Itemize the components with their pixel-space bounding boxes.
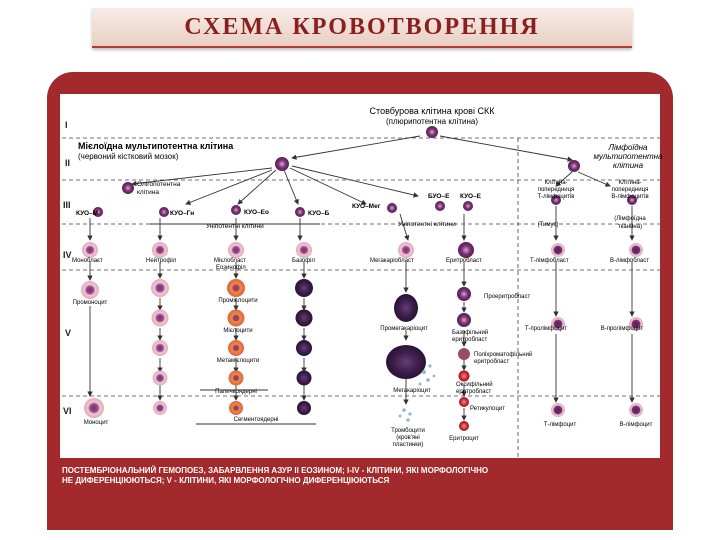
myeloid-label-2: (червоний кістковий мозок) — [78, 152, 179, 161]
polychromatophilic-erythroblast-cell — [458, 348, 470, 360]
cfu-cells — [93, 195, 637, 217]
promyelocytes-label: Промієлоцити — [218, 298, 257, 304]
cfu-b-label: КУО–Б — [308, 210, 330, 217]
erythrocyte-cell — [459, 421, 469, 431]
pronormoblast-label: Проеритробласт — [484, 294, 530, 300]
eosinophil-column — [227, 279, 245, 415]
t-prolymphocyte-label: Т-пролімфоцит — [525, 326, 567, 332]
t-lymphoblast-label: Т-лімфобласт — [530, 258, 569, 264]
b-prolymphocyte-cell — [629, 317, 643, 331]
reticulocyte-cell — [459, 397, 469, 407]
unipotent-right-label: Уніпотентні клітини — [398, 220, 456, 228]
stage-label-6: VI — [63, 406, 72, 416]
monoblast-label: Моноблаєт — [72, 258, 103, 264]
b-lymphocyte-label: В-лімфоцит — [620, 422, 653, 428]
pronormoblast-cell — [457, 287, 471, 301]
segmented-cells-label: Сегментоядерні — [234, 417, 279, 423]
promonocyte-cell — [81, 281, 99, 299]
basophilic-eb-label-2: еритробласт — [452, 337, 487, 343]
stem-cell-label-1: Стовбурова клітина крові СКК — [370, 106, 496, 116]
cfu-meg-label: КУО–Мег — [352, 203, 381, 210]
bfu-e-label: БУО–Е — [428, 193, 450, 200]
platelets-label-2: (кров'яні — [396, 435, 420, 441]
megakaryocyte-label: Мегакаріоцит — [393, 388, 431, 394]
lymphoid-tissue-label-2: тканина) — [618, 224, 642, 230]
platelets-label-3: пластинки) — [393, 442, 423, 448]
b-prolymphocyte-label: В-пролімфоцит — [601, 326, 644, 332]
t-lymphocyte-cell — [551, 403, 565, 417]
basophil-column — [295, 279, 313, 415]
oxyphilic-erythroblast-cell — [458, 370, 470, 382]
stage-label-4: IV — [63, 250, 72, 260]
band-cells-label: Паличкоядерні — [215, 389, 257, 395]
lineage-arrows — [87, 135, 635, 421]
neutrophil-column — [151, 279, 169, 415]
myelocytes-label: Мієлоцити — [223, 328, 252, 334]
basophilic-eb-label-1: Базофільний — [452, 329, 488, 336]
lymphoid-label-1: Лімфоїдна — [608, 143, 648, 152]
footnote-line-2: НЕ ДИФЕРЕНЦІЮЮТЬСЯ; V - КЛІТИНИ, ЯКІ МОР… — [62, 476, 390, 485]
metamyelocytes-label: Метамієлоцити — [217, 358, 260, 364]
reticulocyte-label: Ретикулоцит — [470, 406, 505, 412]
t-precursor-label-2: попередниця — [538, 187, 575, 193]
basophil-blast-label: Базофіл — [292, 258, 315, 264]
myeloblast-label-2: Еозинофіл — [216, 265, 246, 271]
erythroblast-label: Еритробласт — [446, 258, 482, 264]
b-lymphocyte-cell — [629, 403, 643, 417]
oligo-label-1: Олігопотентна — [137, 180, 181, 188]
footnote-line-1: ПОСТЕМБРІОНАЛЬНИЙ ГЕМОПОЕЗ, ЗАБАРВЛЕННЯ … — [62, 466, 489, 475]
b-precursor-label-2: попередниця — [612, 187, 649, 193]
oxyphil-eb-label-2: еритробласт — [456, 389, 491, 395]
cfu-eo-label: КУО–Eo — [244, 209, 269, 216]
megakaryocyte-cell — [386, 345, 426, 379]
stage-label-1: I — [65, 120, 68, 130]
myeloid-label-1: Мієлоїдна мультипотентна клітина — [78, 141, 234, 151]
stem-cell-label-2: (плюрипотентна клітина) — [386, 117, 478, 126]
footnote: ПОСТЕМБРІОНАЛЬНИЙ ГЕМОПОЕЗ, ЗАБАРВЛЕННЯ … — [62, 466, 662, 486]
page-title: СХЕМА КРОВОТВОРЕННЯ — [184, 14, 540, 40]
platelets-label-1: Тромбоцити — [391, 428, 425, 434]
lymphoid-multipotent-cell — [568, 160, 580, 172]
polychrom-eb-label-2: еритробласт — [474, 359, 509, 365]
promonocyte-label: Промоноцит — [73, 300, 108, 306]
promegakaryocyte-label: Промегакаріоцит — [380, 326, 428, 332]
title-banner: СХЕМА КРОВОТВОРЕННЯ — [92, 8, 632, 48]
stage-label-5: V — [65, 328, 71, 338]
t-prolymphocyte-cell — [551, 317, 565, 331]
basophilic-erythroblast-cell — [457, 313, 471, 327]
myeloid-multipotent-cell — [275, 157, 289, 171]
monocyte-cell — [84, 398, 104, 418]
oligopotent-cell — [122, 182, 134, 194]
lymphoid-label-3: клітина — [613, 161, 644, 170]
cfu-m-label: КУО–М — [76, 210, 98, 217]
oxyphil-eb-label-1: Оксифільний — [456, 381, 493, 388]
b-precursor-label-1: Клітина- — [618, 180, 641, 186]
lymphoid-label-2: мультипотентна — [593, 152, 663, 161]
stem-cell — [426, 126, 438, 138]
stage-label-3: III — [63, 200, 71, 210]
thymus-label: (Тимус) — [538, 222, 559, 228]
t-lymphocyte-label: Т-лімфоцит — [544, 422, 577, 428]
unipotent-left-label: Уніпотентні клітини — [206, 222, 264, 230]
t-precursor-label-3: Т-лімфоцитів — [538, 194, 575, 200]
platelets-cluster — [398, 408, 412, 422]
monocyte-label: Моноцит — [84, 420, 109, 426]
platelet-fragments — [418, 364, 436, 386]
blast-cells — [82, 242, 643, 258]
t-precursor-label-1: Клітина- — [544, 180, 567, 186]
b-lymphoblast-label: В-лімфобласт — [610, 258, 649, 264]
stage-label-2: II — [65, 158, 70, 168]
myeloblast-label-1: Мієлобласт — [214, 258, 246, 264]
megakaryoblast-label: Мегакаріобласт — [370, 258, 414, 264]
promegakaryocyte-cell — [394, 294, 418, 322]
neutrophil-blast-label: Нейтрофіл — [146, 257, 177, 264]
polychrom-eb-label-1: Поліхроматофільний — [474, 351, 532, 358]
lymphoid-tissue-label-1: (Лімфоїдна — [614, 216, 646, 222]
cfu-e-label: КУО–Е — [460, 193, 482, 200]
cfu-gm-label: КУО–Гн — [170, 210, 194, 217]
oligo-label-2: клітина — [137, 188, 159, 196]
erythrocyte-label: Еритроцит — [449, 436, 479, 442]
b-precursor-label-3: В-лімфоцитів — [611, 194, 648, 200]
